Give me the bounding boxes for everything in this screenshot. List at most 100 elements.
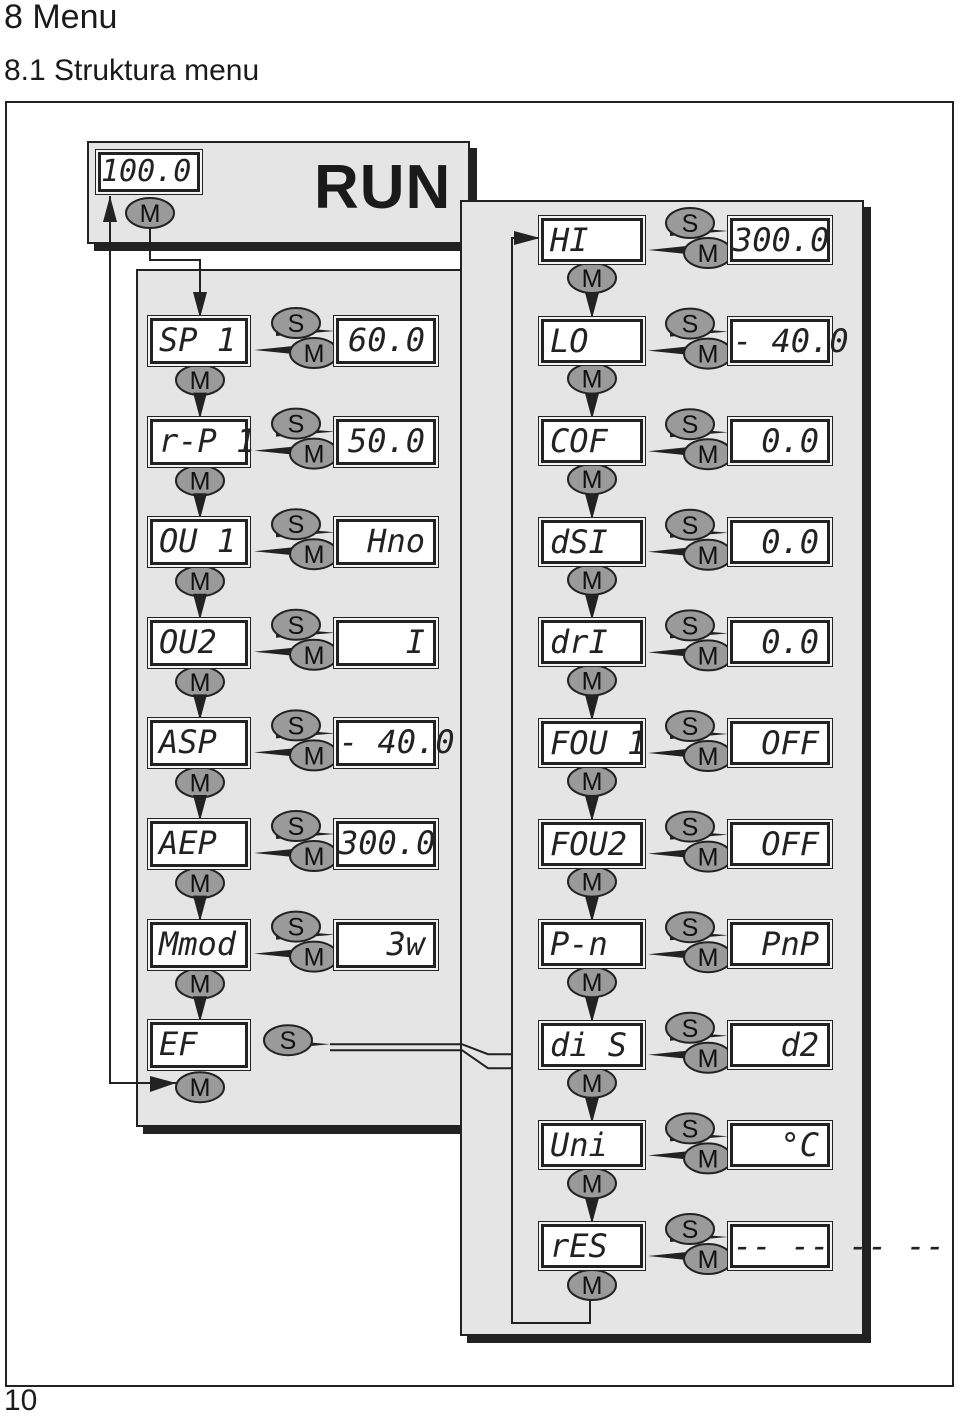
left-row-mode-button-label: M xyxy=(304,441,325,469)
right-row-mode-button-label: M xyxy=(698,1246,719,1274)
ef-set-button-label: S xyxy=(280,1027,297,1055)
res-mode-button-icon xyxy=(567,1269,617,1301)
right-row-mode-button-label: M xyxy=(698,743,719,771)
right-row-set-button-label: S xyxy=(682,713,699,741)
right-step-mode-button-label: M xyxy=(582,1070,603,1098)
param-display-left: OU2 xyxy=(150,619,248,666)
right-row-set-button-icon xyxy=(665,911,715,944)
arrow-down-icon xyxy=(585,695,599,721)
arrow-down-icon xyxy=(193,292,207,318)
left-step-mode-button-label: M xyxy=(190,367,211,395)
arrow-right-icon xyxy=(514,231,540,245)
right-step-mode-button-label: M xyxy=(582,869,603,897)
param-display-left: ASP xyxy=(150,720,248,767)
arrow-down-icon xyxy=(585,493,599,520)
right-row-set-button-label: S xyxy=(682,914,699,942)
left-row-set-button-icon xyxy=(271,508,321,541)
left-row-set-button-label: S xyxy=(288,813,305,841)
right-row-set-button-icon xyxy=(665,1213,715,1245)
left-step-mode-button-label: M xyxy=(190,468,211,496)
param-display-right: dSI xyxy=(541,519,643,564)
arrow-down-icon xyxy=(193,493,207,520)
value-display-right: OFF xyxy=(730,821,830,866)
arrow-down-icon xyxy=(585,896,599,923)
param-display-right: rES xyxy=(541,1224,643,1268)
value-display-left: 300.0 xyxy=(336,821,436,867)
right-row-set-button-icon xyxy=(665,710,715,742)
arrow-right-icon xyxy=(150,1076,176,1092)
right-row-set-button-label: S xyxy=(682,1015,699,1043)
param-display-left: AEP xyxy=(150,821,248,867)
left-step-mode-button-label: M xyxy=(190,870,211,898)
left-row-mode-button-label: M xyxy=(304,541,325,569)
ef-to-extended-line-2 xyxy=(330,1049,512,1070)
left-row-mode-button-label: M xyxy=(304,742,325,770)
ef-mode-button-label: M xyxy=(190,1074,211,1102)
right-row-mode-button-label: M xyxy=(698,844,719,872)
param-display-right: drI xyxy=(541,620,643,665)
param-display-right: Uni xyxy=(541,1123,643,1168)
left-row-mode-button-label: M xyxy=(304,944,325,972)
right-row-set-button-icon xyxy=(665,609,715,642)
value-display-left: 50.0 xyxy=(336,418,436,465)
right-step-mode-button-label: M xyxy=(582,567,603,595)
left-row-set-button-icon xyxy=(271,810,321,842)
value-display-left: 3w xyxy=(336,921,436,968)
extended-entry-line xyxy=(511,237,540,1060)
ef-mode-button-icon xyxy=(175,1071,225,1104)
arrow-down-icon xyxy=(585,795,599,822)
right-step-mode-button-label: M xyxy=(582,366,603,394)
diagram-frame xyxy=(5,101,954,1387)
right-step-mode-button-label: M xyxy=(582,1170,603,1198)
left-row-set-button-icon xyxy=(271,709,321,742)
value-display-right: °C xyxy=(730,1123,830,1168)
param-display-right: COF xyxy=(541,419,643,464)
value-display-right: 0.0 xyxy=(730,419,830,464)
chapter-heading: 8 Menu xyxy=(4,0,118,36)
right-row-set-button-icon xyxy=(665,1112,715,1145)
value-display-right: 300.0 xyxy=(730,218,830,262)
value-display-left: - 40.0 xyxy=(336,720,455,767)
right-row-mode-button-label: M xyxy=(698,642,719,670)
value-display-right: d2 xyxy=(730,1022,830,1067)
param-display-right: LO xyxy=(541,318,643,363)
param-display-right: FOU 1 xyxy=(541,721,646,765)
value-display-left: Hno xyxy=(336,519,436,566)
right-row-mode-button-label: M xyxy=(698,1145,719,1173)
right-row-mode-button-label: M xyxy=(698,944,719,972)
value-display-right: 0.0 xyxy=(730,620,830,665)
value-display-right: OFF xyxy=(730,721,830,765)
right-row-set-button-icon xyxy=(665,810,715,843)
value-display-right: -- -- -- -- xyxy=(730,1224,945,1268)
param-display-left: Mmod xyxy=(150,921,248,968)
value-display-left: I xyxy=(336,619,436,666)
arrow-down-icon xyxy=(585,1198,599,1224)
right-row-set-button-label: S xyxy=(682,1115,699,1143)
value-display-right: PnP xyxy=(730,922,830,967)
res-mode-button-label: M xyxy=(582,1272,603,1300)
left-row-mode-button-label: M xyxy=(304,843,325,871)
left-row-set-button-label: S xyxy=(288,914,305,942)
left-row-set-button-label: S xyxy=(288,612,305,640)
left-row-set-button-icon xyxy=(271,407,321,440)
left-step-mode-button-label: M xyxy=(190,971,211,999)
right-row-set-button-label: S xyxy=(682,311,699,339)
right-step-mode-button-label: M xyxy=(582,768,603,796)
left-step-mode-button-label: M xyxy=(190,769,211,797)
page-number: 10 xyxy=(4,1384,38,1417)
left-row-set-button-icon xyxy=(271,307,321,339)
arrow-down-icon xyxy=(193,593,207,620)
right-row-set-button-icon xyxy=(665,207,715,239)
arrow-down-icon xyxy=(585,292,599,319)
value-display-right: - 40.0 xyxy=(730,318,849,363)
right-row-set-button-icon xyxy=(665,307,715,340)
left-row-mode-button-label: M xyxy=(304,642,325,670)
ef-to-extended-line xyxy=(330,1043,591,1324)
run-mode-button-label: M xyxy=(140,200,161,228)
value-display-left: 60.0 xyxy=(336,318,436,364)
left-row-set-button-icon xyxy=(271,910,321,943)
right-row-set-button-label: S xyxy=(682,1216,699,1244)
arrow-down-icon xyxy=(193,895,207,922)
right-step-mode-button-label: M xyxy=(582,265,603,293)
